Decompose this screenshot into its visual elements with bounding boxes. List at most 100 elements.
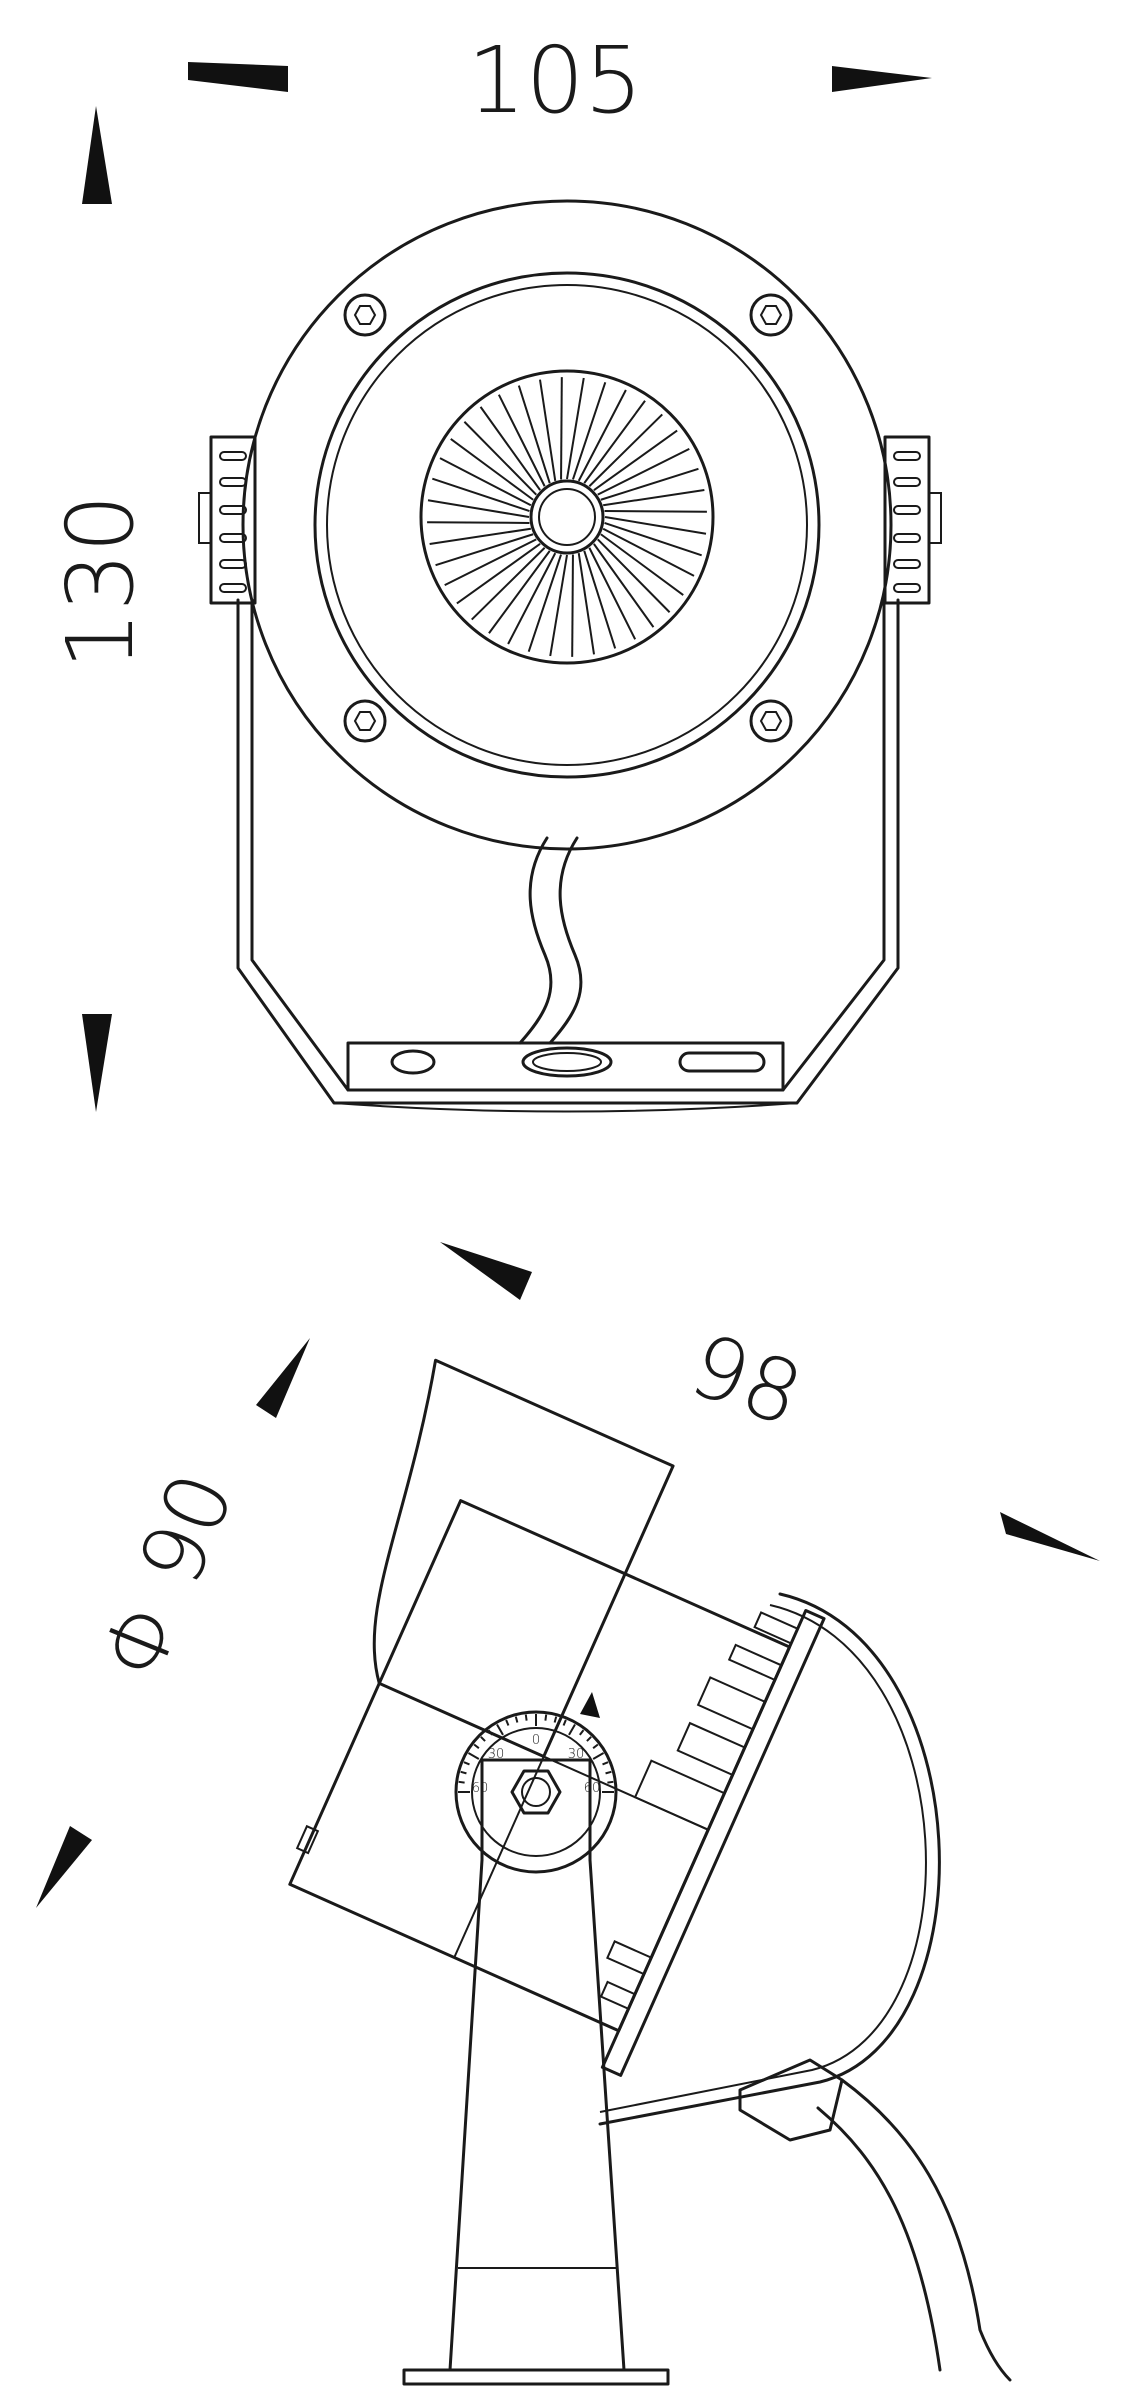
lens-ray: [597, 447, 690, 496]
dial-label-left-60: 60: [472, 1781, 489, 1796]
base-slot-right: [678, 1051, 766, 1073]
lens-ray: [538, 379, 557, 482]
dial-hex-bolt: [510, 1769, 562, 1815]
bracket-base-plate: [346, 1041, 785, 1092]
lens-ray: [427, 499, 530, 518]
lens-ray: [429, 527, 532, 546]
lens-ray: [600, 467, 699, 501]
lens-ray: [597, 538, 671, 613]
housing-inner-ring: [313, 271, 821, 779]
fin-7: [599, 1980, 637, 2011]
lens-ray: [432, 477, 530, 513]
lens-ray: [566, 377, 585, 480]
power-cable-right: [548, 836, 583, 1045]
housing-screws: [343, 293, 793, 743]
dial-label-left-30: 30: [488, 1747, 505, 1762]
lens-ray: [456, 543, 541, 605]
screw-bottom-right: [749, 699, 793, 743]
dial-outer: [454, 1710, 618, 1874]
fin-5: [633, 1759, 726, 1832]
lens-ray: [602, 488, 705, 507]
side-cable-left: [816, 2106, 942, 2372]
lens-ray: [602, 527, 695, 577]
dial-tick: [458, 1780, 465, 1784]
length-dimension-label: 98: [677, 1315, 814, 1446]
front-view: 105 130: [47, 27, 942, 1113]
width-arrow-left: [188, 62, 288, 92]
dial-tick: [579, 1729, 585, 1736]
bracket-arm: [480, 1758, 592, 1862]
length-arrow-right: [1000, 1512, 1100, 1561]
dial-ticks: [458, 1714, 614, 1793]
height-arrow-bottom: [82, 1014, 112, 1112]
lens-ray: [450, 438, 534, 501]
diameter-arrow-bottom: [36, 1826, 92, 1908]
lens-ray: [471, 547, 546, 621]
dial-pointer: [580, 1692, 600, 1718]
u-bracket-outer: [236, 598, 900, 1105]
lens-ray: [560, 377, 563, 480]
dial-tick: [496, 1723, 504, 1736]
fin-4: [676, 1721, 747, 1777]
side-knob-right: [883, 435, 942, 605]
dial-tick: [553, 1716, 558, 1723]
width-arrow-right: [832, 66, 932, 92]
lens-ray: [549, 554, 568, 657]
fin-6: [606, 1940, 653, 1976]
dial-tick: [514, 1716, 519, 1723]
rear-housing-dome-inner: [599, 1604, 927, 2113]
housing-divider-1: [453, 1465, 674, 1958]
fin-2: [727, 1643, 783, 1682]
lens-ray: [600, 533, 684, 596]
dial-hex-socket: [521, 1777, 551, 1807]
base-hole-left: [390, 1049, 436, 1075]
dial-tick: [473, 1743, 480, 1749]
front-glass: [600, 1609, 826, 2077]
stand-post: [448, 1858, 626, 2372]
housing-outer-ring: [241, 199, 893, 851]
cable-gland: [738, 2058, 844, 2142]
lens-ray: [577, 389, 627, 482]
dial-tick: [602, 1761, 609, 1766]
lens-ray: [527, 554, 563, 652]
housing-bezel-ring: [326, 284, 808, 766]
base-hole-center-inner: [532, 1052, 602, 1072]
dial-tick: [505, 1719, 510, 1726]
dial-tick: [467, 1752, 480, 1760]
width-dimension-label: 105: [467, 27, 643, 134]
lens-ray: [517, 385, 551, 484]
dial-label-zero: 0: [532, 1733, 540, 1748]
lens-ray: [463, 421, 537, 496]
lens-ray: [577, 552, 596, 655]
dial-tick: [592, 1752, 605, 1760]
lens-ray: [507, 552, 557, 645]
length-arrow-left: [440, 1242, 532, 1300]
dial-inner: [471, 1727, 601, 1857]
lens-ray: [593, 429, 678, 491]
screw-top-right: [749, 293, 793, 337]
dial-tick: [463, 1761, 470, 1766]
diameter-arrow-top: [256, 1338, 310, 1418]
dial-tick: [480, 1736, 486, 1742]
height-dimension-label: 130: [47, 494, 154, 670]
dial-tick: [460, 1770, 467, 1775]
u-bracket-inner: [250, 598, 886, 1092]
dial-tick: [605, 1770, 612, 1775]
base-hole-center: [521, 1046, 613, 1078]
lens-center-outer: [529, 479, 605, 555]
lens-ray: [488, 550, 551, 634]
lens-ray: [593, 543, 655, 628]
stand-base-plate: [402, 2368, 670, 2386]
dial-tick: [607, 1780, 614, 1784]
screw-top-left: [343, 293, 387, 337]
dial-tick: [562, 1719, 567, 1726]
dial-tick: [544, 1714, 548, 1721]
fin-1: [753, 1611, 799, 1645]
lens-ray: [439, 457, 532, 507]
diameter-dimension-label: Φ 90: [82, 1460, 254, 1693]
side-button: [295, 1824, 320, 1855]
side-view: 98 Φ 90: [36, 1242, 1100, 2386]
lens-ray: [571, 382, 607, 480]
lens-ray: [604, 510, 707, 513]
